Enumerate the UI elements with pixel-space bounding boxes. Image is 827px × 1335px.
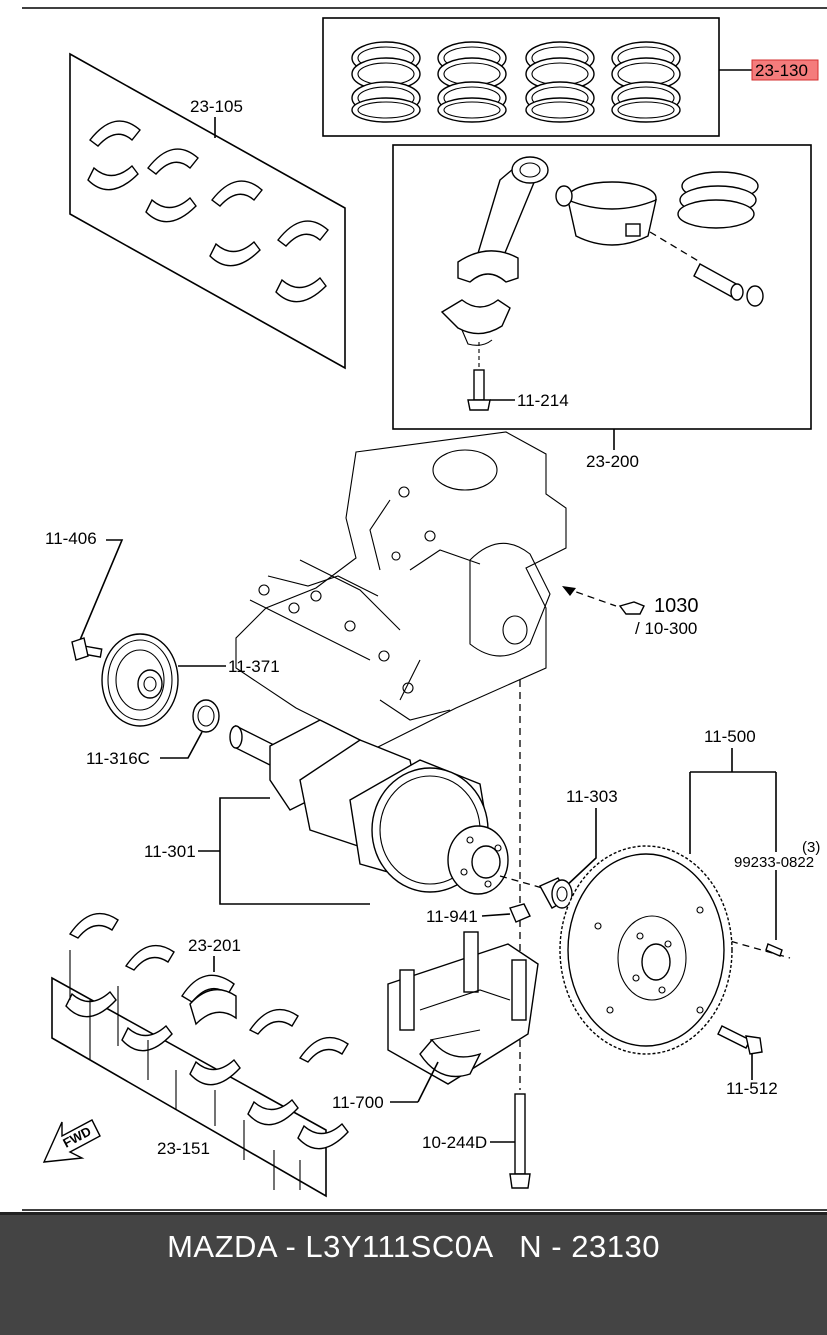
pulley-bolt <box>71 637 103 661</box>
bearing-cap-assembly <box>387 931 539 1085</box>
flywheel-bracket <box>689 748 777 854</box>
label-ring-set[interactable]: 23-130 <box>755 61 808 80</box>
front-seal-group[interactable]: 11-316C <box>86 699 220 768</box>
label-key[interactable]: 11-941 <box>426 907 478 926</box>
piston-assembly-group[interactable]: 11-214 23-200 <box>392 144 812 471</box>
cap-leader-2 <box>417 1061 439 1103</box>
part-number-caption: MAZDA - L3Y111SC0A N - 23130 <box>167 1229 660 1264</box>
pilot-bearing <box>539 877 573 909</box>
hand-pointer-icon <box>618 601 645 615</box>
label-flywheel-assy[interactable]: 11-500 <box>704 727 756 746</box>
arrow-head <box>562 586 576 596</box>
crank-key <box>509 903 531 923</box>
fwd-arrow-icon: FWD <box>42 1119 101 1163</box>
highlight-box <box>751 59 819 81</box>
label-conrod-bolt[interactable]: 11-214 <box>517 391 569 410</box>
ring-stack-1 <box>351 41 421 123</box>
piston <box>567 181 657 246</box>
flywheel-bolt <box>717 1025 751 1049</box>
engine-block <box>235 431 567 749</box>
snap-ring-left <box>555 185 573 207</box>
block-reference[interactable]: 1030 / 10-300 <box>618 595 699 638</box>
label-front-seal[interactable]: 11-316C <box>86 749 150 768</box>
label-main-bearing-lower[interactable]: 23-151 <box>157 1139 210 1158</box>
ring-stack-2 <box>437 41 507 123</box>
main-bearing-lower-group[interactable]: 23-151 <box>51 912 349 1198</box>
flywheel-group[interactable]: 11-500 <box>559 727 777 1055</box>
thrust-bearing <box>181 974 237 1026</box>
crankshaft-group[interactable]: 11-301 <box>144 719 509 905</box>
front-seal <box>192 699 220 733</box>
piston-assy-box <box>392 144 812 430</box>
bearing-lower-box <box>51 976 327 1198</box>
pulley-bolt-group[interactable]: 11-406 <box>45 529 124 661</box>
bearing-upper-box <box>69 52 346 370</box>
bearing-cap-group[interactable]: 11-700 <box>332 931 539 1112</box>
pin-axis-line <box>649 231 701 263</box>
label-main-bearing-upper[interactable]: 23-105 <box>190 97 243 116</box>
seal-leader <box>160 731 203 759</box>
label-pin-qty[interactable]: (3) <box>802 839 820 856</box>
label-thrust-bearing[interactable]: 23-201 <box>188 936 241 955</box>
ring-set-box <box>322 17 720 137</box>
label-bearing-cap[interactable]: 11-700 <box>332 1093 384 1112</box>
conrod-cap <box>440 299 511 346</box>
bearing-shells-upper <box>87 120 329 303</box>
label-pilot-bearing[interactable]: 11-303 <box>566 787 618 806</box>
label-block-ref-sub[interactable]: / 10-300 <box>635 619 697 638</box>
bearing-lower-leaders <box>69 950 301 1190</box>
pulley-bolt-leader <box>79 539 124 641</box>
ring-stack-3 <box>525 41 595 123</box>
bearing-shells-lower <box>65 912 349 1150</box>
label-crankshaft[interactable]: 11-301 <box>144 842 196 861</box>
piston-pin <box>693 263 744 301</box>
flywheel-bolt-group[interactable]: 11-512 <box>717 1025 778 1098</box>
flywheel <box>559 845 733 1055</box>
block-ref-arrow <box>564 587 617 607</box>
exploded-parts-diagram: 23-130 23-105 <box>22 7 827 1211</box>
cap-bolt <box>509 1093 531 1189</box>
label-flywheel-bolt[interactable]: 11-512 <box>726 1079 778 1098</box>
cap-bolt-group[interactable]: 10-244D <box>422 1093 531 1189</box>
connecting-rod <box>457 156 549 283</box>
dowel-pin <box>765 943 783 957</box>
snap-ring-right <box>746 285 764 307</box>
piston-ring-set-group[interactable]: 23-130 <box>322 17 819 137</box>
key-leader <box>481 913 511 917</box>
conrod-bolt <box>467 342 491 411</box>
label-block-ref[interactable]: 1030 <box>654 595 699 617</box>
label-pulley[interactable]: 11-371 <box>228 657 280 676</box>
label-dowel-pin[interactable]: 99233-0822 <box>734 854 814 871</box>
label-cap-bolt[interactable]: 10-244D <box>422 1133 487 1152</box>
pilot-bearing-group[interactable]: 11-303 <box>539 787 618 909</box>
label-piston-assy[interactable]: 23-200 <box>586 452 639 471</box>
crank-pulley <box>101 633 179 727</box>
thrust-bearing-group[interactable]: 23-201 <box>181 936 241 1026</box>
piston-rings-small <box>677 171 759 229</box>
key-group[interactable]: 11-941 <box>426 903 531 926</box>
pilot-bearing-leader <box>563 808 597 889</box>
footer-bar: MAZDA - L3Y111SC0A N - 23130 <box>0 1212 827 1335</box>
crankshaft <box>229 719 509 895</box>
main-bearing-upper-group[interactable]: 23-105 <box>69 52 346 370</box>
dowel-pin-group[interactable]: (3) 99233-0822 <box>734 839 820 957</box>
label-pulley-bolt[interactable]: 11-406 <box>45 529 97 548</box>
ring-stack-4 <box>611 41 681 123</box>
pulley-group[interactable]: 11-371 <box>101 633 280 727</box>
